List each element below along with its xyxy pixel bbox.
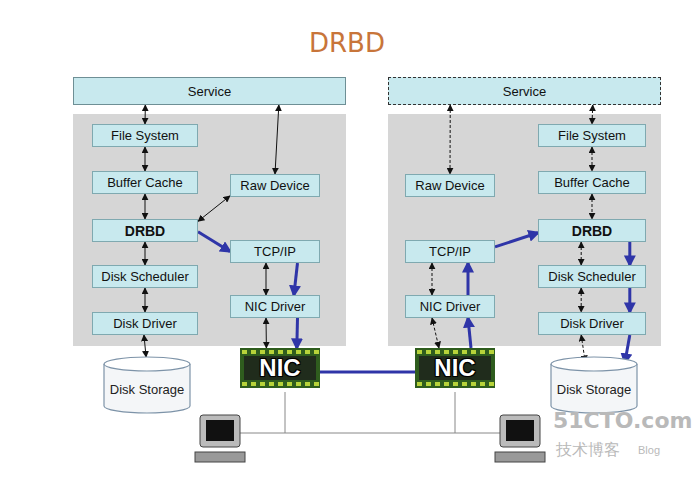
- node-label: File System: [111, 128, 179, 143]
- computer-icon: [195, 415, 545, 462]
- host-panel: [73, 114, 346, 346]
- node-label: Disk Driver: [113, 316, 177, 331]
- io-arrow: [592, 147, 593, 171]
- replication-arrow: [628, 288, 631, 312]
- nic-chip: NIC: [240, 348, 320, 388]
- node-label: Service: [503, 84, 546, 99]
- node-label: NIC Driver: [420, 299, 481, 314]
- layer-box: Disk Scheduler: [538, 265, 646, 288]
- disk-storage: Disk Storage: [550, 356, 638, 414]
- layer-box: File System: [92, 124, 198, 147]
- io-arrow: [450, 105, 451, 174]
- io-arrow: [145, 288, 146, 312]
- replication-arrow: [295, 318, 299, 348]
- host-panel: [388, 114, 661, 346]
- io-arrow: [275, 105, 279, 174]
- layer-box: Raw Device: [405, 174, 495, 197]
- watermark-text: 技术博客: [556, 440, 620, 461]
- layer-box: Disk Scheduler: [92, 265, 198, 288]
- node-label: File System: [558, 128, 626, 143]
- node-label: Disk Driver: [560, 316, 624, 331]
- network-wire: [240, 392, 505, 433]
- io-arrow: [266, 263, 267, 295]
- drbd-box: DRBD: [538, 219, 646, 242]
- node-label: DRBD: [572, 223, 612, 239]
- layer-box: Disk Driver: [538, 312, 646, 335]
- layer-box: NIC Driver: [405, 295, 495, 318]
- drbd-box: DRBD: [92, 219, 198, 242]
- io-arrow: [198, 196, 230, 221]
- node-label: NIC: [259, 354, 300, 382]
- io-arrow: [581, 288, 582, 312]
- layer-box: File System: [538, 124, 646, 147]
- node-label: Disk Storage: [110, 383, 184, 398]
- io-arrow: [581, 242, 582, 265]
- io-arrow: [145, 147, 146, 171]
- io-arrow: [145, 242, 146, 265]
- node-label: NIC Driver: [245, 299, 306, 314]
- layer-box: TCP/IP: [405, 240, 495, 263]
- replication-arrow: [294, 263, 298, 295]
- layer-box: Buffer Cache: [538, 171, 646, 194]
- nic-chip: NIC: [415, 348, 495, 388]
- disk-storage: Disk Storage: [103, 356, 191, 414]
- node-label: Disk Scheduler: [548, 269, 635, 284]
- watermark-text: 51CTO.com: [553, 408, 692, 433]
- replication-arrow: [628, 242, 631, 265]
- io-arrow: [432, 318, 439, 348]
- io-arrow: [266, 318, 267, 348]
- node-label: Disk Storage: [557, 383, 631, 398]
- layer-box: Disk Driver: [92, 312, 198, 335]
- node-label: Buffer Cache: [107, 175, 183, 190]
- layer-box: NIC Driver: [230, 295, 320, 318]
- io-arrow: [144, 335, 146, 357]
- replication-arrow: [468, 318, 471, 348]
- node-label: Service: [188, 84, 231, 99]
- layer-box: TCP/IP: [230, 240, 320, 263]
- io-arrow: [145, 194, 146, 219]
- node-label: Raw Device: [415, 178, 484, 193]
- replication-arrow: [467, 263, 470, 295]
- node-label: TCP/IP: [254, 244, 296, 259]
- io-arrow: [145, 105, 146, 124]
- service-box: Service: [73, 77, 346, 105]
- layer-box: Raw Device: [230, 174, 320, 197]
- diagram-title: DRBD: [0, 28, 694, 58]
- watermark-text: Blog: [638, 444, 660, 456]
- replication-arrow: [320, 371, 415, 374]
- node-label: DRBD: [125, 223, 165, 239]
- io-arrow: [592, 105, 594, 124]
- io-arrow: [432, 263, 433, 295]
- node-label: Disk Scheduler: [101, 269, 188, 284]
- replication-arrow: [198, 232, 230, 252]
- replication-arrow: [495, 233, 538, 247]
- node-label: NIC: [434, 354, 475, 382]
- node-label: Buffer Cache: [554, 175, 630, 190]
- io-arrow: [592, 194, 593, 219]
- layer-box: Buffer Cache: [92, 171, 198, 194]
- node-label: TCP/IP: [429, 244, 471, 259]
- node-label: Raw Device: [240, 178, 309, 193]
- service-box: Service: [388, 77, 661, 105]
